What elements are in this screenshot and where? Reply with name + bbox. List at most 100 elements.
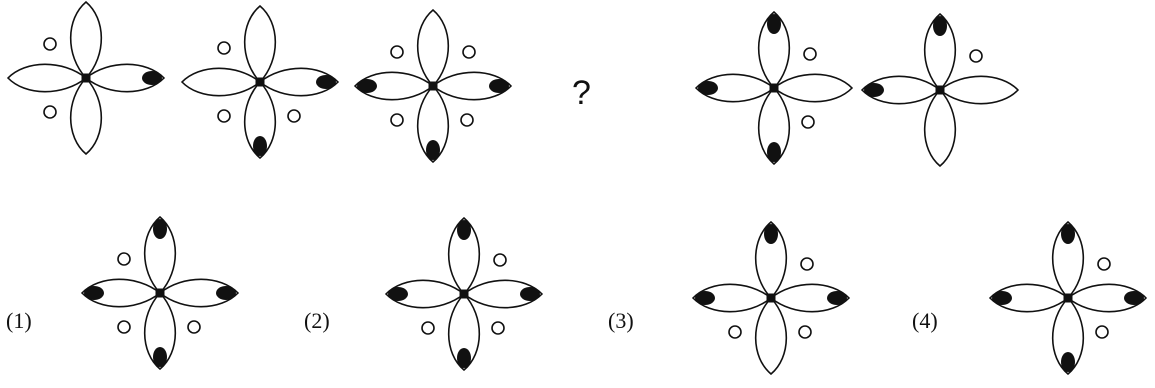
option-4-dot-down xyxy=(1061,352,1075,372)
option-4-petal-right xyxy=(1066,283,1148,313)
option-4-center-square xyxy=(1063,293,1073,303)
option-1-figure xyxy=(80,215,240,371)
option-3-dot-left xyxy=(695,291,715,305)
sequence-4-petal-right xyxy=(772,73,854,103)
question-mark: ? xyxy=(572,74,591,112)
sequence-4-center-square xyxy=(769,83,779,93)
option-3-circle-se xyxy=(798,325,812,339)
sequence-2-circle-se xyxy=(287,109,301,123)
sequence-2-petal-right xyxy=(258,67,340,97)
sequence-5-petal-right xyxy=(938,75,1020,105)
sequence-2-petal-down xyxy=(243,80,277,160)
sequence-3-dot-down xyxy=(426,140,440,160)
sequence-2-petal-left xyxy=(180,67,262,97)
sequence-4-figure xyxy=(694,10,854,166)
sequence-5-center-square xyxy=(935,85,945,95)
option-4-dot-up xyxy=(1061,224,1075,244)
option-1-petal-down xyxy=(143,291,177,371)
option-3-center-square xyxy=(766,293,776,303)
option-4-circle-se xyxy=(1095,325,1109,339)
option-2-dot-left xyxy=(388,287,408,301)
sequence-5-petal-left xyxy=(860,75,942,105)
option-2-petal-right xyxy=(462,279,544,309)
sequence-4-dot-up xyxy=(767,14,781,34)
option-2-dot-right xyxy=(520,287,540,301)
sequence-5-dot-left xyxy=(864,83,884,97)
sequence-4-circle-se xyxy=(801,115,815,129)
option-1-circle-se xyxy=(187,320,201,334)
sequence-3-petal-left xyxy=(353,71,435,101)
option-1-dot-up xyxy=(153,219,167,239)
sequence-2-dot-down xyxy=(253,136,267,156)
sequence-5-petal-up xyxy=(923,12,957,92)
option-2-circle-se xyxy=(491,321,505,335)
sequence-1-figure xyxy=(6,0,166,156)
sequence-2-petal-up xyxy=(243,4,277,84)
sequence-3-center-square xyxy=(428,81,438,91)
option-1-petal-right xyxy=(158,278,240,308)
option-1-circle-nw xyxy=(117,252,131,266)
option-3-circle-ne xyxy=(800,257,814,271)
sequence-4-petal-up xyxy=(757,10,791,90)
sequence-1-center-square xyxy=(81,73,91,83)
sequence-4-circle-ne xyxy=(803,47,817,61)
option-2-petal-up xyxy=(447,216,481,296)
option-3-petal-left xyxy=(691,283,773,313)
option-label-1[interactable]: (1) xyxy=(6,308,32,333)
sequence-5-dot-up xyxy=(933,16,947,36)
option-label-2[interactable]: (2) xyxy=(304,308,330,333)
sequence-3-figure xyxy=(353,8,513,164)
sequence-2-figure xyxy=(180,4,340,160)
sequence-4-petal-down xyxy=(757,86,791,166)
sequence-1-circle-sw xyxy=(43,105,57,119)
sequence-1-dot-right xyxy=(142,71,162,85)
option-2-dot-down xyxy=(457,348,471,368)
option-1-circle-sw xyxy=(117,320,131,334)
sequence-2-circle-sw xyxy=(217,109,231,123)
sequence-5-petal-down xyxy=(923,88,957,168)
option-label-3[interactable]: (3) xyxy=(608,308,634,333)
sequence-2-center-square xyxy=(255,77,265,87)
option-2-circle-sw xyxy=(421,321,435,335)
option-3-circle-sw xyxy=(728,325,742,339)
sequence-4-petal-left xyxy=(694,73,776,103)
option-4-dot-left xyxy=(992,291,1012,305)
option-2-circle-ne xyxy=(493,253,507,267)
sequence-3-circle-se xyxy=(460,113,474,127)
option-label-4[interactable]: (4) xyxy=(912,308,938,333)
sequence-3-circle-sw xyxy=(390,113,404,127)
option-1-petal-up xyxy=(143,215,177,295)
sequence-3-circle-nw xyxy=(390,45,404,59)
option-3-figure xyxy=(691,220,851,376)
option-4-dot-right xyxy=(1124,291,1144,305)
sequence-3-dot-left xyxy=(357,79,377,93)
option-4-circle-ne xyxy=(1097,257,1111,271)
sequence-3-petal-up xyxy=(416,8,450,88)
option-3-dot-right xyxy=(827,291,847,305)
option-4-petal-left xyxy=(988,283,1070,313)
option-4-petal-up xyxy=(1051,220,1085,300)
sequence-4-dot-down xyxy=(767,142,781,162)
option-4-petal-down xyxy=(1051,296,1085,376)
option-3-petal-up xyxy=(754,220,788,300)
option-2-center-square xyxy=(459,289,469,299)
option-1-petal-left xyxy=(80,278,162,308)
sequence-5-figure xyxy=(860,12,1020,168)
sequence-1-petal-down xyxy=(69,76,103,156)
sequence-5-circle-ne xyxy=(969,49,983,63)
option-1-center-square xyxy=(155,288,165,298)
sequence-1-petal-up xyxy=(69,0,103,80)
sequence-1-circle-nw xyxy=(43,37,57,51)
option-3-petal-down xyxy=(754,296,788,376)
sequence-3-circle-ne xyxy=(462,45,476,59)
option-4-figure xyxy=(988,220,1148,376)
option-3-dot-up xyxy=(764,224,778,244)
option-2-petal-down xyxy=(447,292,481,372)
sequence-1-petal-left xyxy=(6,63,88,93)
option-1-dot-right xyxy=(216,286,236,300)
sequence-2-circle-nw xyxy=(217,41,231,55)
sequence-2-dot-right xyxy=(316,75,336,89)
sequence-3-petal-right xyxy=(431,71,513,101)
